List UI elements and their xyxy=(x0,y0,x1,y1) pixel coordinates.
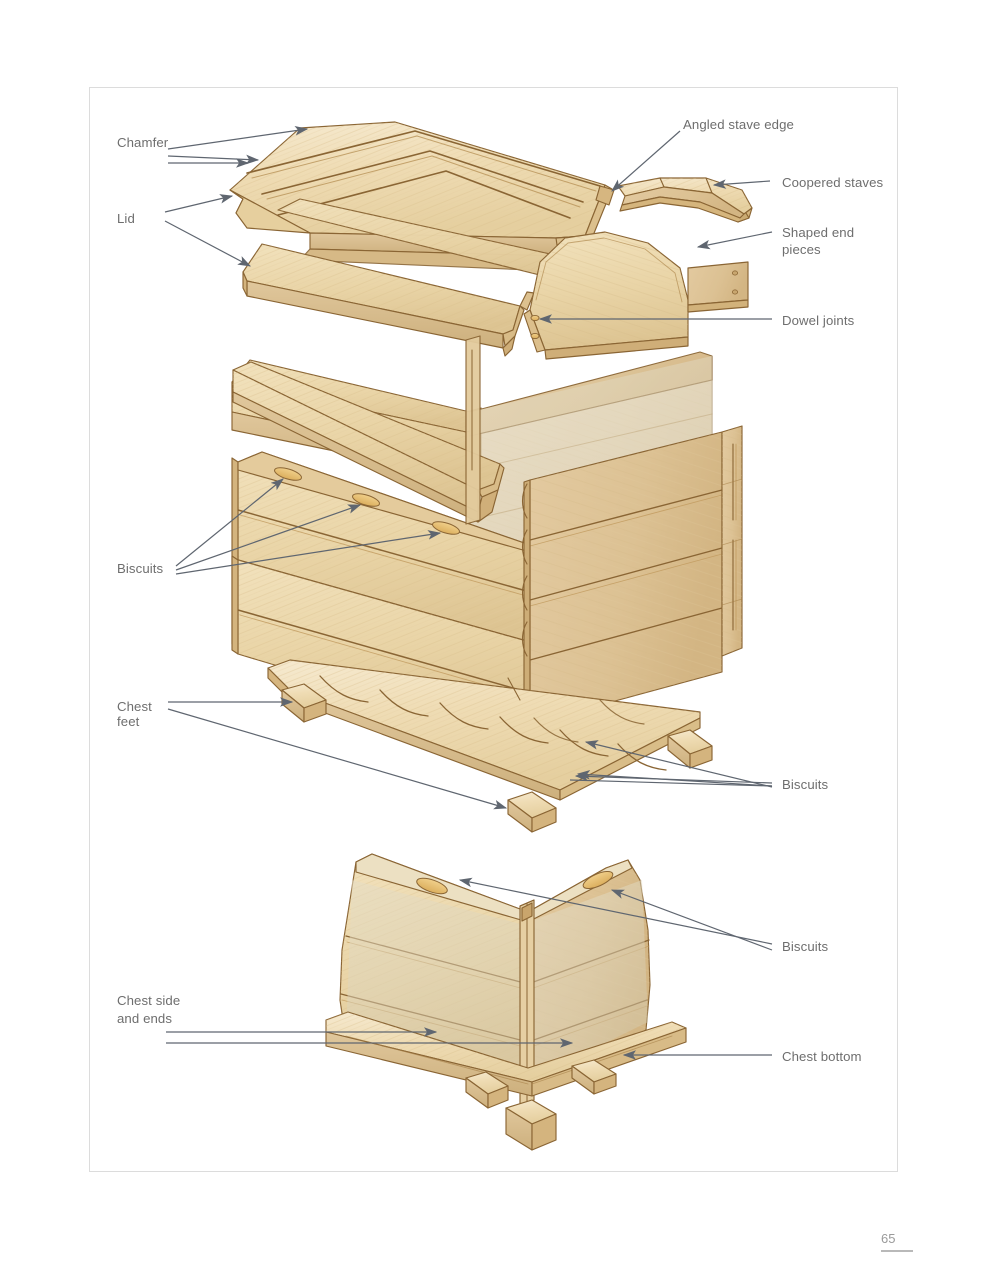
page-number: 65 xyxy=(881,1231,896,1246)
leader-lid-1 xyxy=(164,194,234,213)
shaped-end-piece-right xyxy=(523,231,749,360)
chest-right-edge-board xyxy=(721,425,743,657)
chest-bottom-board xyxy=(267,659,701,801)
lid-frame-rails xyxy=(242,198,624,357)
label-dowel-joints: Dowel joints xyxy=(782,313,855,328)
leader-shaped-end-pieces xyxy=(696,231,773,250)
leader-biscuits-mid-3 xyxy=(175,530,442,575)
chest-upper-front-rail xyxy=(232,361,505,523)
label-chest-bottom: Chest bottom xyxy=(782,1049,862,1064)
leader-angled-stave-edge xyxy=(611,130,681,192)
label-chamfer: Chamfer xyxy=(117,135,169,150)
leader-biscuits-feet-ref xyxy=(569,779,773,787)
leader-biscuits-feet-2 xyxy=(584,740,773,788)
chest-foot-right xyxy=(667,729,713,769)
leader-biscuits-feet-1b xyxy=(576,769,773,787)
label-biscuits-mid: Biscuits xyxy=(117,561,164,576)
label-biscuits-lower: Biscuits xyxy=(782,939,829,954)
label-lid: Lid xyxy=(117,211,135,226)
leader-biscuits-mid-1 xyxy=(175,478,284,567)
chest-interior-edge xyxy=(465,335,481,525)
lower-assembly xyxy=(325,853,687,1151)
label-coopered-staves: Coopered staves xyxy=(782,175,884,190)
leader-chest-feet-2 xyxy=(167,708,508,810)
leader-chamfer-1 xyxy=(167,125,309,150)
page-number-rule xyxy=(881,1250,913,1252)
leader-biscuits-mid-2 xyxy=(175,504,362,571)
label-shaped-end-line1: Shaped end xyxy=(782,225,855,240)
leader-biscuits-lower-2 xyxy=(610,889,773,951)
leader-coopered-staves xyxy=(712,179,771,189)
label-chest-side-line1: Chest side xyxy=(117,993,181,1008)
chest-foot-front xyxy=(507,791,557,833)
chest-front-right-panel xyxy=(521,431,723,727)
label-chest-side-line2: and ends xyxy=(117,1011,173,1026)
label-chest-feet-line1: Chest xyxy=(117,699,152,714)
leader-biscuits-lower-1 xyxy=(458,877,773,945)
leader-chamfer-2 xyxy=(167,154,260,165)
label-angled-stave-edge: Angled stave edge xyxy=(683,117,794,132)
label-chest-feet-line2: feet xyxy=(117,714,140,729)
coopered-stave-single xyxy=(617,177,753,223)
label-shaped-end-line2: pieces xyxy=(782,242,821,257)
leader-lid-2 xyxy=(164,220,252,267)
leader-lines xyxy=(164,125,773,1060)
label-biscuits-feet: Biscuits xyxy=(782,777,829,792)
